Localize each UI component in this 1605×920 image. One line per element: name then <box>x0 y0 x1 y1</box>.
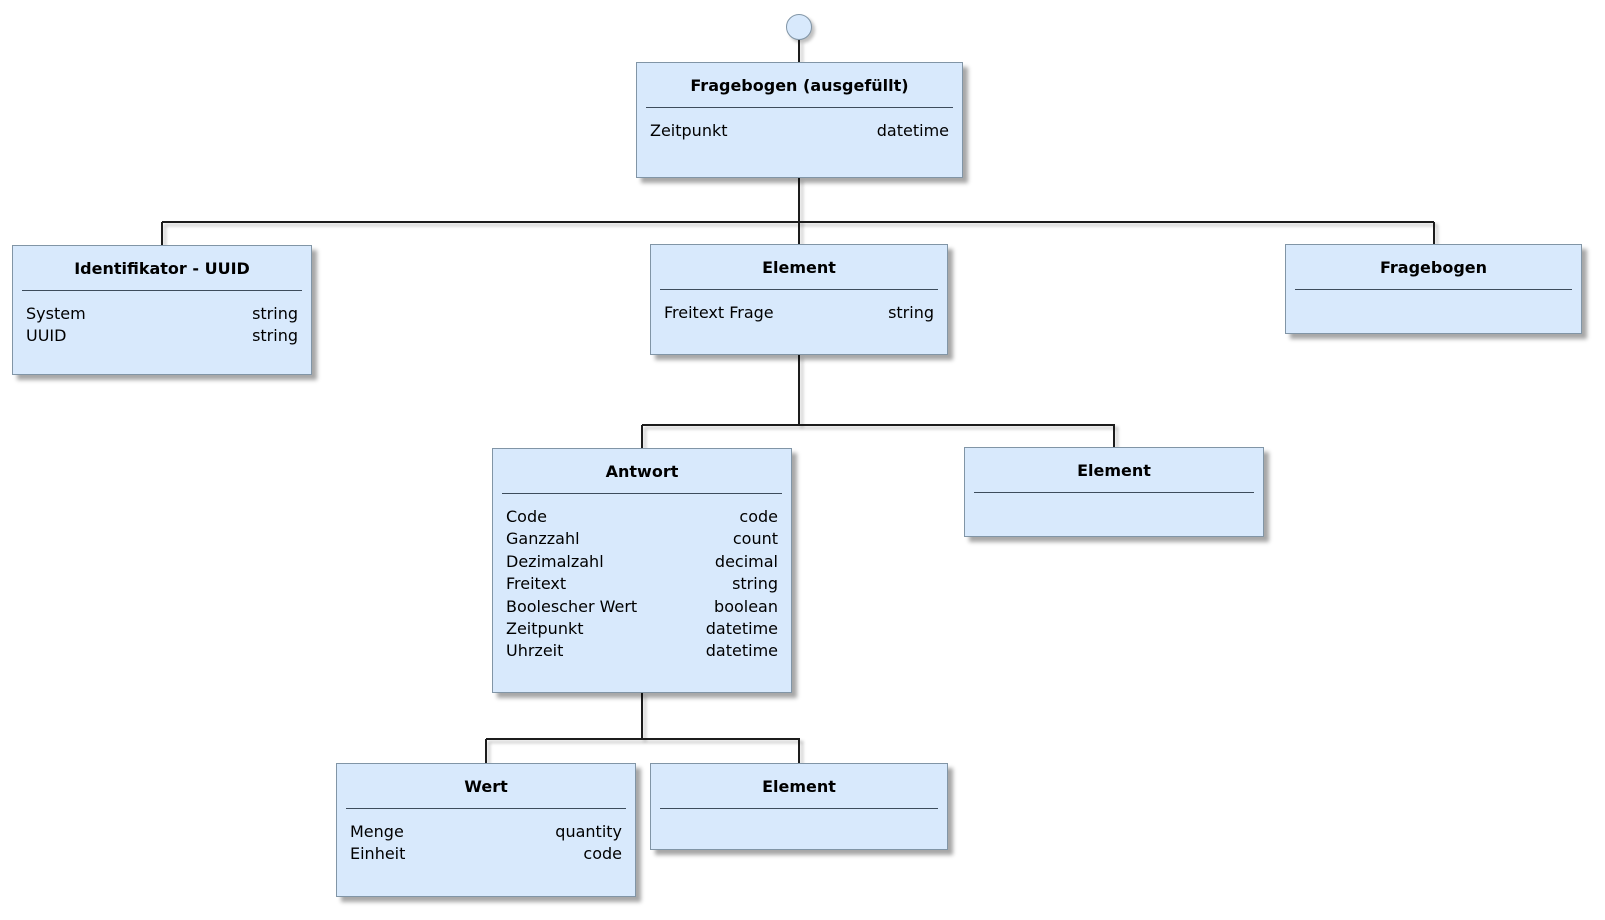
connector-drop-identifikator <box>161 222 163 245</box>
attribute-row: Freitext string <box>506 573 778 595</box>
connector-drop-fragebogen <box>1433 222 1435 244</box>
attribute-name: Boolescher Wert <box>506 596 638 616</box>
attribute-type: datetime <box>876 121 949 140</box>
connector-circle-to-root <box>798 40 800 62</box>
attribute-row: Ganzzahl count <box>506 528 778 550</box>
node-fragebogen-ausgefuellt: Fragebogen (ausgefüllt) Zeitpunkt datetim… <box>636 62 963 178</box>
attribute-type: code <box>739 507 778 526</box>
node-title: Fragebogen (ausgefüllt) <box>690 75 909 95</box>
attribute-row: Dezimalzahl decimal <box>506 551 778 573</box>
attribute-name: Zeitpunkt <box>506 619 584 639</box>
node-title: Wert <box>464 776 508 796</box>
attribute-name: Ganzzahl <box>506 529 580 549</box>
connector-drop-antwort <box>641 425 643 448</box>
node-attributes <box>651 809 947 821</box>
attribute-name: Einheit <box>350 844 406 864</box>
node-title: Element <box>762 257 836 277</box>
node-title: Fragebogen <box>1379 257 1488 277</box>
node-attributes: Freitext Frage string <box>651 290 947 324</box>
node-attributes: Zeitpunkt datetime <box>637 108 962 142</box>
connector-drop-element-leaf <box>798 739 800 763</box>
connector-antwort-exit <box>641 693 643 739</box>
root-anchor-circle <box>786 14 812 40</box>
connector-drop-wert <box>485 739 487 763</box>
attribute-name: Menge <box>350 822 404 841</box>
node-title: Element <box>762 776 836 796</box>
attribute-name: System <box>26 304 86 323</box>
attribute-type: string <box>252 326 298 346</box>
connector-level2-horizontal <box>642 424 1115 426</box>
node-separator <box>646 107 953 108</box>
attribute-row: Boolescher Wert boolean <box>506 596 778 618</box>
attribute-name: Zeitpunkt <box>650 121 728 140</box>
attribute-row: Freitext Frage string <box>664 302 934 324</box>
node-separator <box>660 289 938 290</box>
attribute-type: datetime <box>705 619 778 639</box>
node-separator <box>974 492 1254 493</box>
attribute-type: code <box>583 844 622 864</box>
attribute-type: string <box>732 574 778 594</box>
node-element-child: Element <box>964 447 1264 537</box>
attribute-name: Code <box>506 507 547 526</box>
attribute-type: count <box>732 529 778 549</box>
attribute-row: Uhrzeit datetime <box>506 640 778 662</box>
node-attributes <box>1286 290 1581 302</box>
node-element-leaf: Element <box>650 763 948 850</box>
attribute-row: Zeitpunkt datetime <box>506 618 778 640</box>
connector-drop-element-center <box>798 222 800 244</box>
attribute-type: quantity <box>555 822 622 841</box>
connector-level3-horizontal <box>486 738 800 740</box>
attribute-name: Dezimalzahl <box>506 551 604 571</box>
attribute-row: Menge quantity <box>350 821 622 843</box>
node-separator <box>502 493 782 494</box>
node-separator <box>22 290 302 291</box>
attribute-row: System string <box>26 303 298 325</box>
node-title: Element <box>1077 460 1151 480</box>
node-fragebogen: Fragebogen <box>1285 244 1582 334</box>
node-separator <box>1295 289 1572 290</box>
node-separator <box>346 808 626 809</box>
node-title: Identifikator - UUID <box>74 258 250 278</box>
attribute-name: Freitext <box>506 574 567 594</box>
attribute-name: Freitext Frage <box>664 303 774 322</box>
attribute-type: string <box>252 304 298 323</box>
node-element-freitext-frage: Element Freitext Frage string <box>650 244 948 355</box>
node-attributes <box>965 493 1263 505</box>
attribute-row: UUID string <box>26 325 298 347</box>
node-separator <box>660 808 938 809</box>
attribute-type: string <box>888 303 934 322</box>
attribute-row: Code code <box>506 506 778 528</box>
attribute-type: decimal <box>714 551 778 571</box>
connector-drop-element-child <box>1113 425 1115 447</box>
attribute-name: Uhrzeit <box>506 641 564 661</box>
attribute-type: boolean <box>714 596 778 616</box>
attribute-type: datetime <box>705 641 778 661</box>
connector-root-exit <box>798 178 800 222</box>
attribute-row: Einheit code <box>350 843 622 865</box>
node-title: Antwort <box>605 461 679 481</box>
connector-element-center-exit <box>798 355 800 425</box>
attribute-name: UUID <box>26 326 67 346</box>
attribute-row: Zeitpunkt datetime <box>650 120 949 142</box>
